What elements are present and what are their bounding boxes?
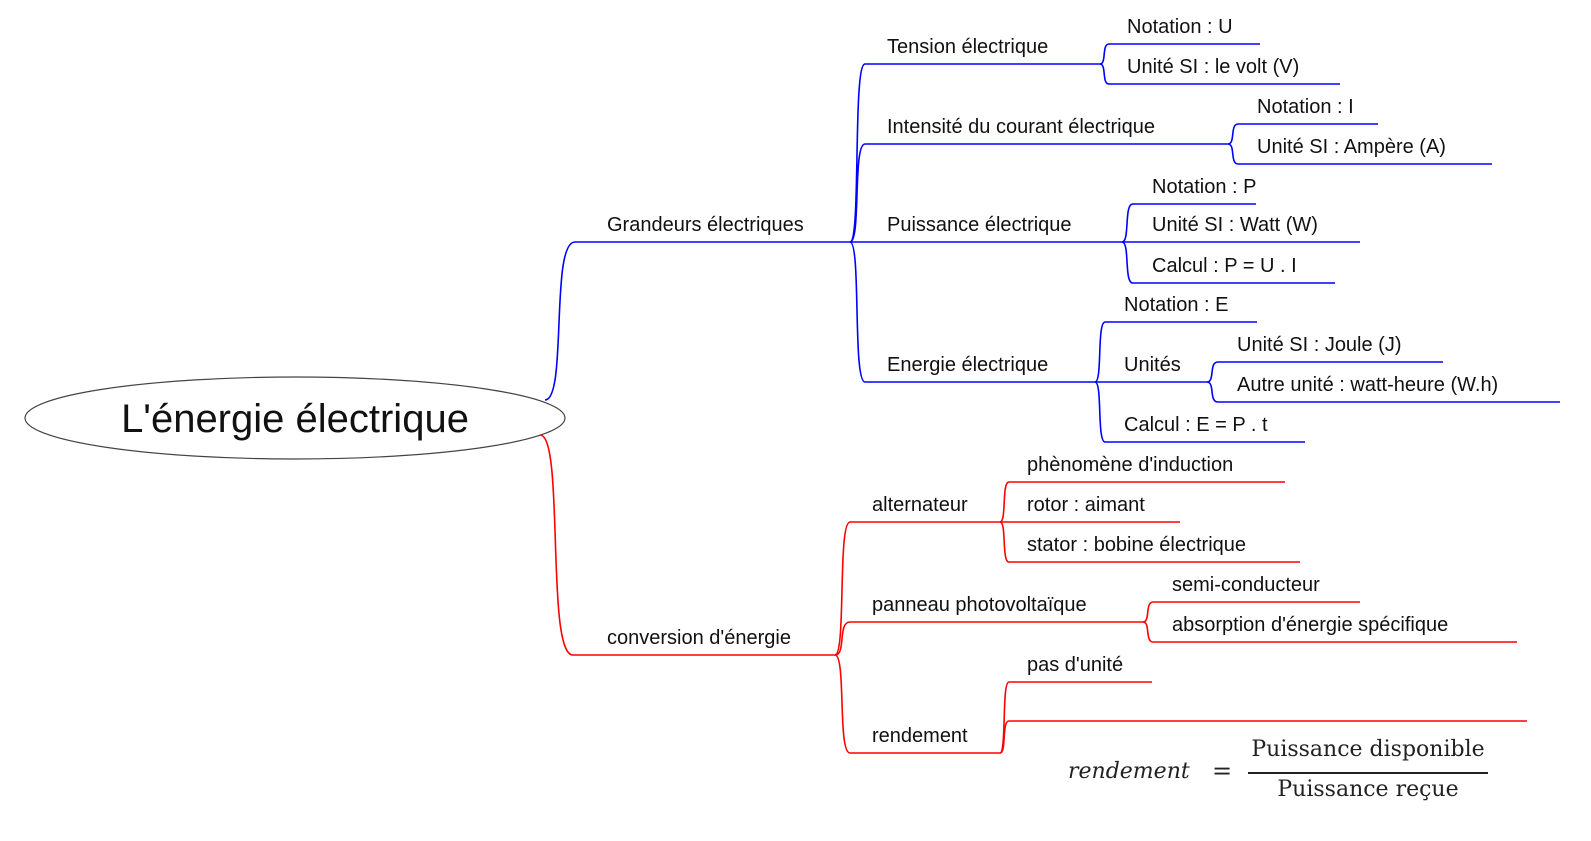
- leaf-unite-volt[interactable]: Unité SI : le volt (V): [1127, 56, 1300, 78]
- root-node-ellipse: [24, 376, 566, 460]
- leaf-notation-u[interactable]: Notation : U: [1127, 16, 1233, 38]
- node-intensite-connector: [849, 143, 1228, 243]
- node-rendement-connector: [834, 654, 1000, 754]
- leaf-unite-ampere-connector: [1227, 143, 1492, 165]
- leaf-unite-joule[interactable]: Unité SI : Joule (J): [1237, 334, 1402, 356]
- node-intensite[interactable]: Intensité du courant électrique: [887, 116, 1155, 138]
- leaf-notation-e[interactable]: Notation : E: [1124, 294, 1229, 316]
- node-alternateur[interactable]: alternateur: [872, 494, 968, 516]
- leaf-autre-unite[interactable]: Autre unité : watt-heure (W.h): [1237, 374, 1499, 396]
- branch-conversion[interactable]: conversion d'énergie: [607, 627, 791, 649]
- leaf-notation-p-connector: [1121, 203, 1256, 243]
- branch-grandeurs-connector: [544, 241, 850, 401]
- leaf-notation-i[interactable]: Notation : I: [1257, 96, 1354, 118]
- leaf-notation-e-connector: [1094, 321, 1257, 383]
- leaf-absorption-connector: [1142, 621, 1517, 643]
- leaf-calcul-e-connector: [1094, 381, 1305, 443]
- node-energie-connector: [849, 241, 1095, 383]
- leaf-induction-connector: [999, 481, 1285, 523]
- leaf-absorption[interactable]: absorption d'énergie spécifique: [1172, 614, 1449, 636]
- leaf-stator[interactable]: stator : bobine électrique: [1027, 534, 1247, 556]
- fraction-bar: [1248, 772, 1488, 774]
- leaf-notation-u-connector: [1099, 43, 1260, 65]
- leaf-unite-volt-connector: [1099, 63, 1340, 85]
- leaf-pas-unite-connector: [999, 681, 1152, 754]
- formula-denominator: Puissance reçue: [1277, 777, 1459, 802]
- branch-grandeurs[interactable]: Grandeurs électriques: [607, 214, 804, 236]
- node-energie[interactable]: Energie électrique: [887, 354, 1049, 376]
- leaf-semi-conducteur-connector: [1142, 601, 1360, 623]
- leaf-unite-joule-connector: [1206, 361, 1443, 383]
- branch-conversion-connector: [539, 434, 835, 656]
- leaf-rotor[interactable]: rotor : aimant: [1027, 494, 1145, 516]
- root-node[interactable]: L'énergie électrique: [121, 396, 469, 441]
- node-rendement[interactable]: rendement: [872, 725, 968, 747]
- leaf-calcul-e[interactable]: Calcul : E = P . t: [1124, 414, 1268, 436]
- node-panneau[interactable]: panneau photovoltaïque: [872, 594, 1087, 616]
- leaf-notation-i-connector: [1227, 123, 1378, 145]
- leaf-unite-watt[interactable]: Unité SI : Watt (W): [1152, 214, 1318, 236]
- formula-numerator: Puissance disponible: [1251, 737, 1485, 762]
- node-tension-connector: [849, 63, 1100, 243]
- leaf-calcul-p[interactable]: Calcul : P = U . I: [1152, 255, 1297, 277]
- leaf-notation-p[interactable]: Notation : P: [1152, 176, 1257, 198]
- formula-variable: rendement: [1068, 759, 1190, 784]
- node-puissance[interactable]: Puissance électrique: [887, 214, 1072, 236]
- node-unites[interactable]: Unités: [1124, 354, 1181, 376]
- leaf-unite-ampere[interactable]: Unité SI : Ampère (A): [1257, 136, 1446, 158]
- node-panneau-connector: [834, 621, 1143, 656]
- formula-equals: =: [1212, 757, 1233, 785]
- leaf-pas-unite[interactable]: pas d'unité: [1027, 654, 1124, 676]
- leaf-semi-conducteur[interactable]: semi-conducteur: [1172, 574, 1320, 596]
- node-tension[interactable]: Tension électrique: [887, 36, 1049, 58]
- leaf-induction[interactable]: phènomène d'induction: [1027, 454, 1234, 476]
- leaf-formule-connector: [999, 720, 1527, 754]
- node-alternateur-connector: [834, 521, 1000, 656]
- leaf-stator-connector: [999, 521, 1300, 563]
- leaf-autre-unite-connector: [1206, 381, 1560, 403]
- leaf-calcul-p-connector: [1121, 241, 1335, 284]
